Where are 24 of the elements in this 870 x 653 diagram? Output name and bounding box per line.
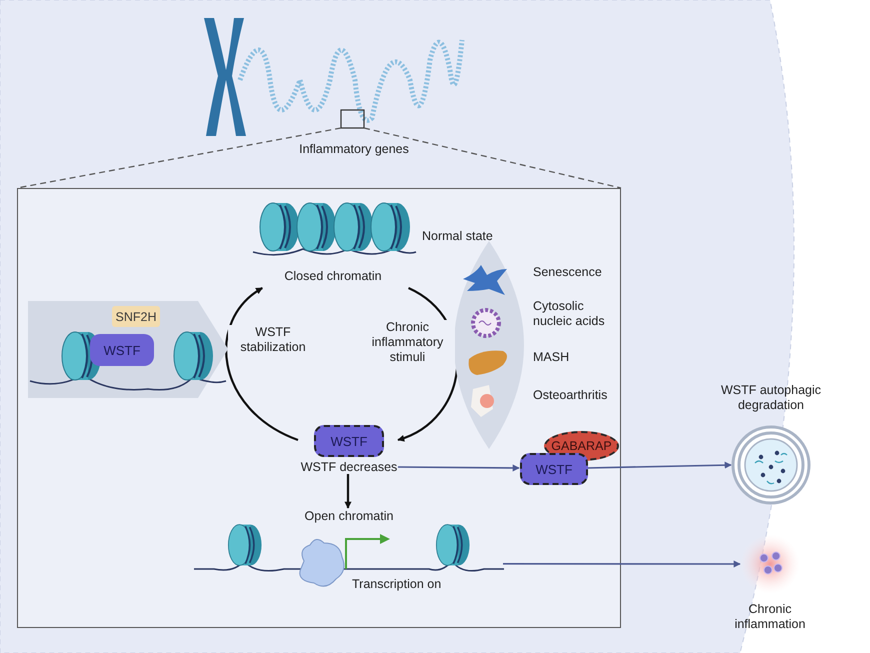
node-caption: WSTF autophagic degradation — [720, 383, 822, 413]
protein-label: SNF2H — [116, 310, 156, 324]
arrow — [225, 287, 298, 441]
protein-box: WSTF — [90, 334, 154, 366]
arrow — [586, 462, 732, 469]
protein-box: WSTF — [314, 425, 384, 457]
transcription-label: Transcription on — [352, 577, 442, 592]
protein-tag — [112, 306, 160, 327]
genes-label: Inflammatory genes — [298, 142, 410, 157]
node-caption: Normal state — [422, 229, 494, 244]
stimulus-label: Cytosolic nucleic acids — [533, 299, 606, 329]
zoom-panel — [17, 188, 621, 628]
protein-label: GABARAP — [551, 439, 612, 453]
arrow — [398, 464, 520, 472]
stimulus-label: MASH — [533, 350, 570, 365]
protein-box: WSTF — [520, 453, 588, 485]
stimulus-label: Senescence — [533, 265, 603, 280]
arrow — [503, 560, 741, 568]
chromatin-label: Open chromatin — [304, 509, 394, 524]
chromatin-label: Closed chromatin — [283, 269, 383, 284]
node-caption: WSTF decreases — [300, 460, 398, 475]
stimulus-label: Osteoarthritis — [533, 388, 608, 403]
node-caption: Chronic inflammation — [734, 602, 806, 632]
arrow — [344, 474, 352, 509]
